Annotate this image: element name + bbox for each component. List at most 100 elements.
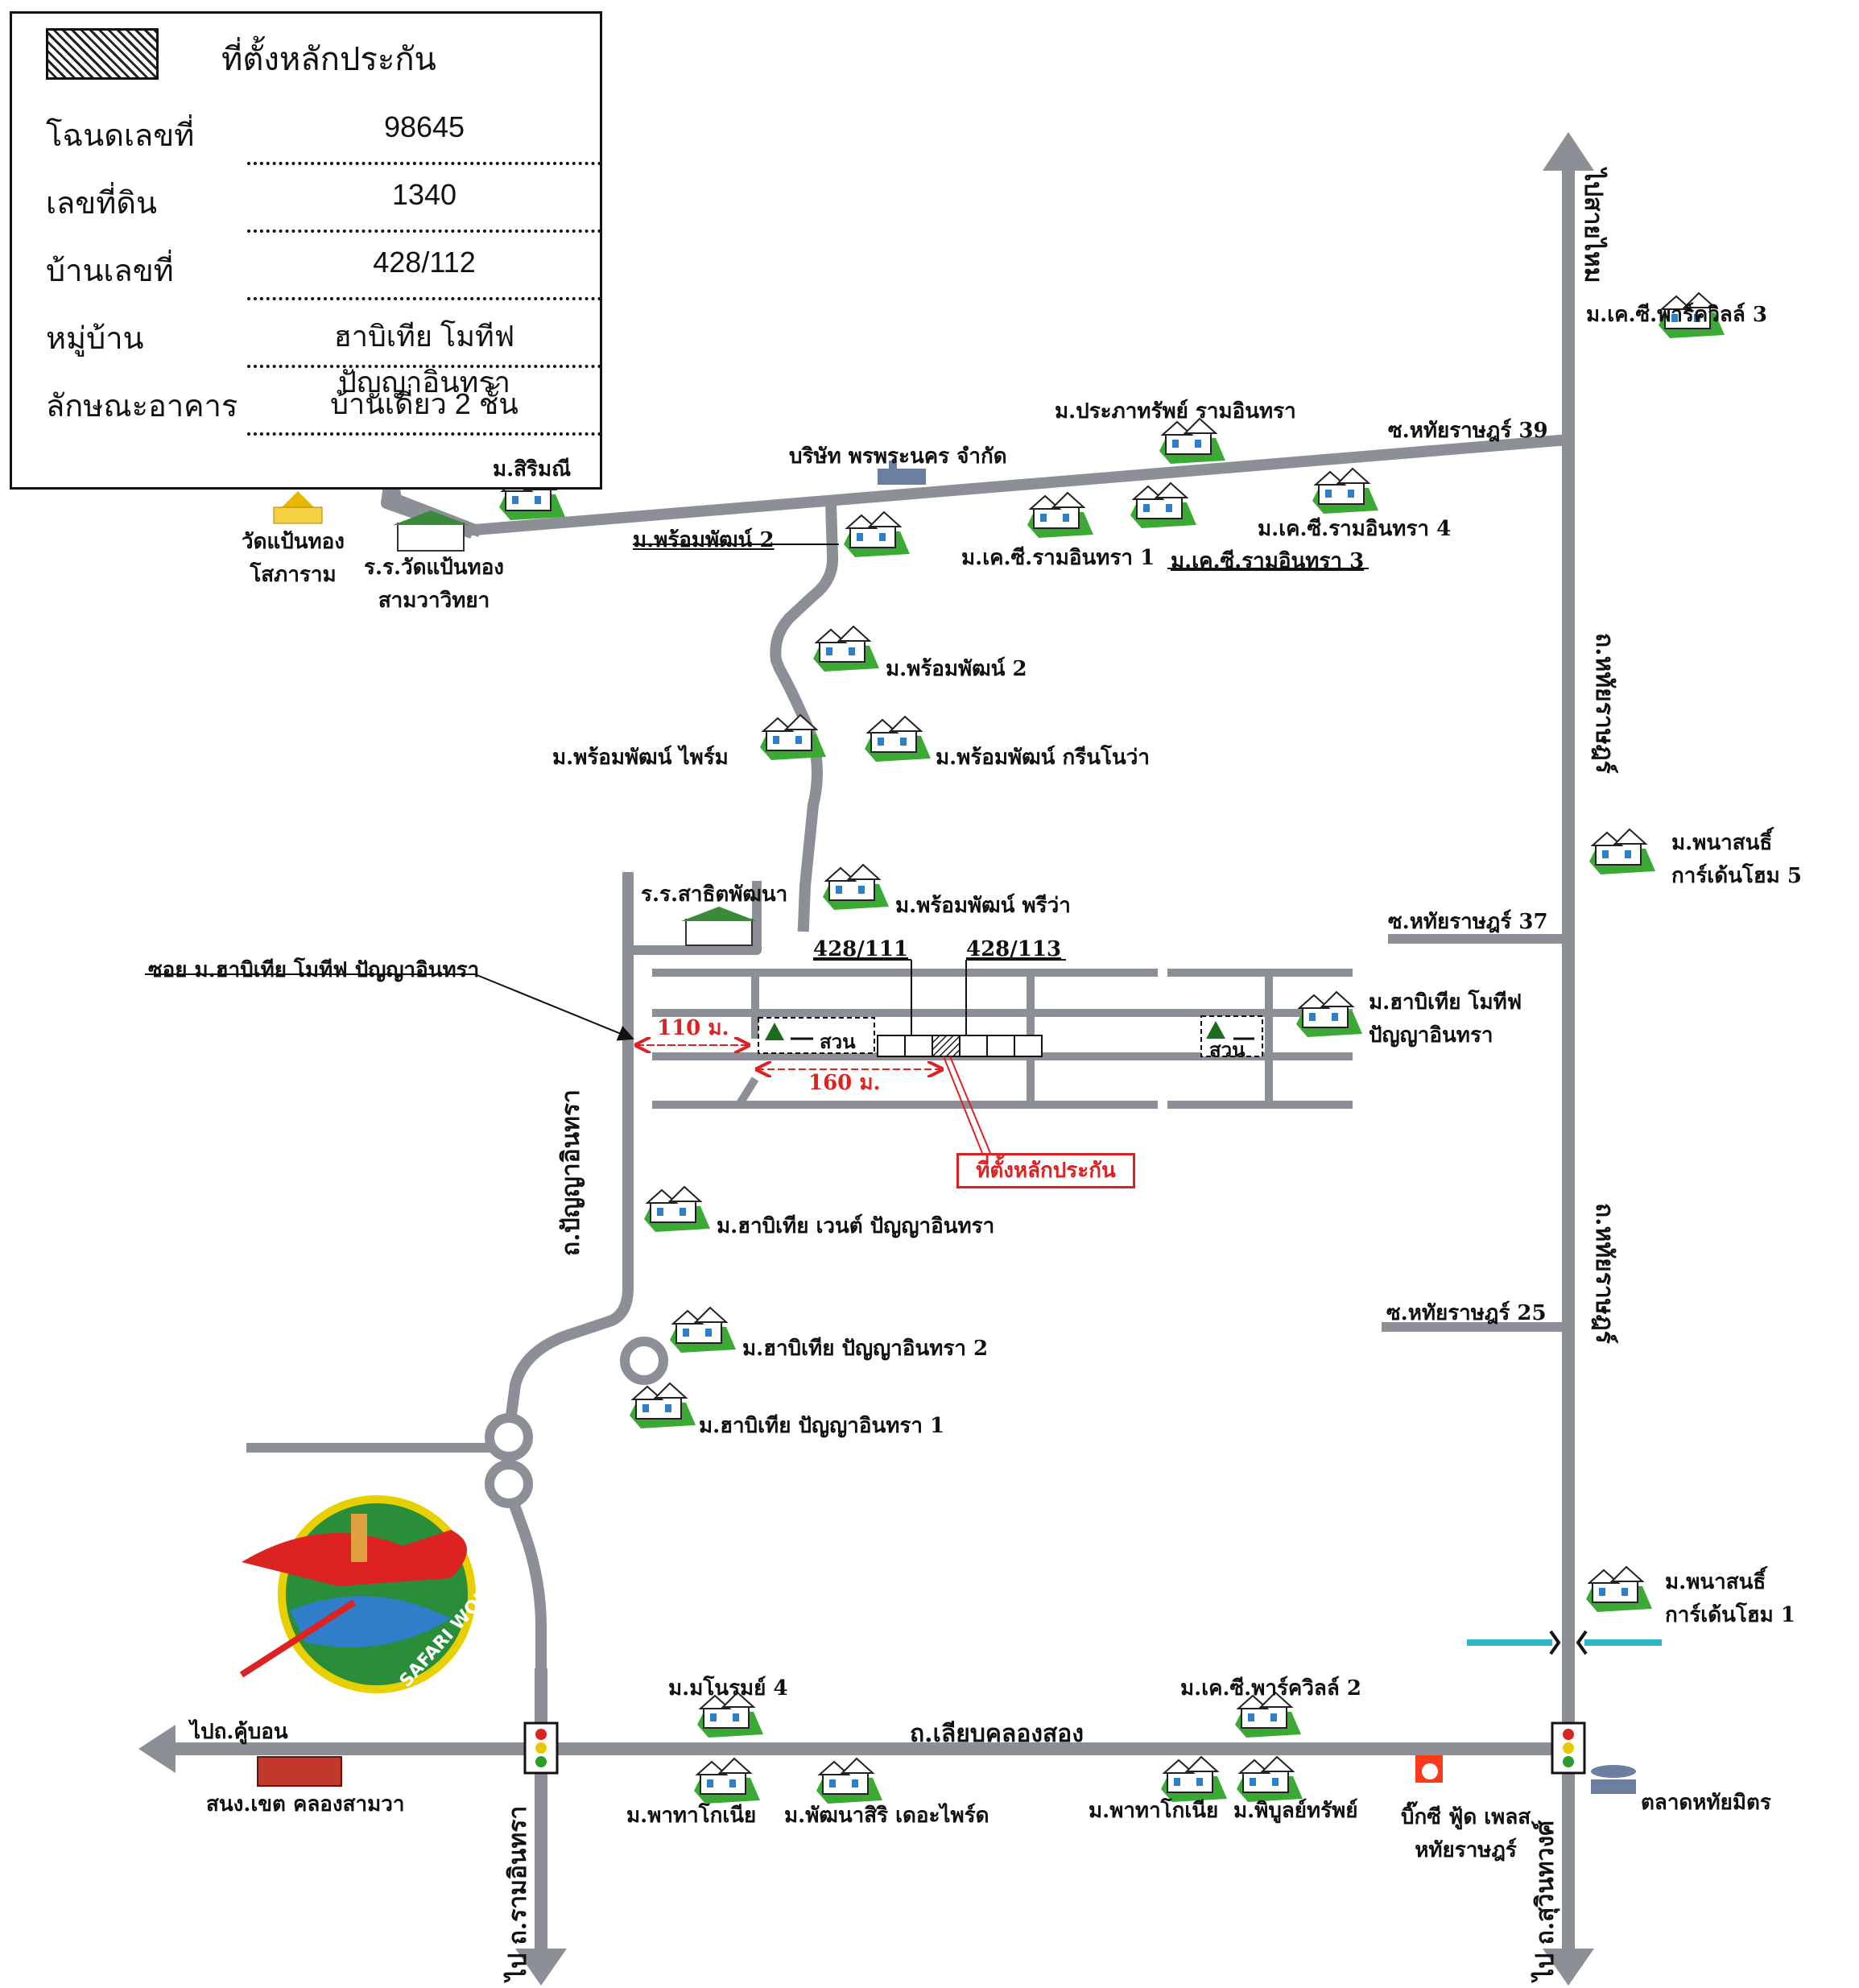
label-soi-37: ซ.หทัยราษฎร์ 37 (1388, 910, 1548, 934)
label-bigc: บิ๊กซี ฟู้ด เพลส หทัยราษฎร์ (1401, 1805, 1531, 1862)
label-soi-habitia: ซอย ม.ฮาบิเทีย โมทีฟ ปัญญาอินทรา (148, 958, 480, 982)
house-icon (697, 1691, 763, 1738)
hatch-swatch (46, 28, 159, 80)
legend-key: เลขที่ดิน (46, 187, 157, 221)
village-label: ม.พัฒนาสิริ เดอะไพร์ด (784, 1804, 989, 1828)
village-label: ม.เค.ซี.รามอินทรา 3 (1171, 549, 1365, 573)
roundabout-2 (485, 1413, 533, 1461)
village-label: ม.พร้อมพัฒน์ ไพร์ม (552, 746, 729, 770)
label-company: บริษัท พรพระนคร จำกัด (789, 444, 1007, 469)
arrow-up-icon (1543, 132, 1594, 171)
label-distance-160: 160 ม. (808, 1071, 881, 1095)
legend-key: ลักษณะอาคาร (46, 390, 238, 424)
roundabouts (485, 1337, 668, 1508)
road-left-curve (502, 872, 634, 1680)
village-label: ม.พนาสนธิ์ การ์เด้นโฮม 5 (1671, 831, 1802, 888)
house-icon (1237, 1755, 1303, 1802)
house-icon (865, 715, 931, 762)
house-icon (844, 510, 910, 557)
legend-row: บ้านเลขที่ 428/112 (12, 233, 605, 300)
house-icon (1159, 417, 1225, 464)
label-to-sukhumvit: ไป ถ.สุวินทวงศ์ (1531, 1820, 1559, 1981)
traffic-light-icon (523, 1721, 1586, 1775)
legend-key: หมู่บ้าน (46, 322, 144, 356)
roundabout-3 (485, 1460, 533, 1508)
legend-row: ลักษณะอาคาร บ้านเดี่ยว 2 ชั้น (12, 368, 605, 436)
label-wat: วัดแป้นทอง โสภาราม (242, 530, 345, 587)
legend-box: ที่ตั้งหลักประกัน โฉนดเลขที่ 98645 เลขที… (10, 11, 602, 490)
house-icon (823, 863, 889, 910)
house-icon (1296, 990, 1362, 1037)
label-to-ramintra: ไป ถ.รามอินทรา (504, 1805, 532, 1981)
label-to-tuborn: ไปถ.คู้บอน (190, 1720, 288, 1744)
label-soi-39: ซ.หทัยราษฎร์ 39 (1388, 419, 1548, 443)
callout-text: ที่ตั้งหลักประกัน (976, 1159, 1116, 1183)
village-label: ม.ประภาทรัพย์ รามอินทรา (1055, 399, 1296, 424)
label-plot-left: 428/111 (813, 937, 909, 961)
village-label: ม.มโนรมย์ 4 (668, 1676, 788, 1701)
house-icon (1589, 828, 1655, 874)
house-icon (670, 1306, 736, 1353)
label-to-saimai: ไปสายไหม (1579, 169, 1607, 283)
callout-collateral: ที่ตั้งหลักประกัน (956, 1153, 1135, 1188)
label-district-office: สนง.เขต คลองสามวา (206, 1792, 405, 1816)
road-school-link (623, 881, 762, 955)
village-label: ม.พาทาโกเนีย (626, 1804, 757, 1828)
legend-row: หมู่บ้าน ฮาบิเทีย โมทีฟ ปัญญาอินทรา (12, 300, 605, 399)
label-road-hathai-1: ถ.หทัยราษฎร์ (1590, 633, 1618, 774)
village-label: ม.ฮาบิเทีย โมทีฟ ปัญญาอินทรา (1369, 990, 1522, 1048)
house-icon (816, 1757, 882, 1804)
house-icon (1130, 482, 1196, 528)
label-plot-right: 428/113 (966, 937, 1062, 961)
house-icon (1659, 291, 1725, 338)
house-icon (760, 713, 826, 760)
bridge-icon (1549, 1630, 1588, 1655)
label-park-2: สวน (1209, 1038, 1246, 1061)
road-prompat (770, 496, 839, 932)
legend-value: 1340 (391, 178, 457, 211)
village-label: ม.พนาสนธิ์ การ์เด้นโฮม 1 (1665, 1570, 1795, 1627)
plot-row (877, 1035, 1043, 1057)
label-soi-25: ซ.หทัยราษฎร์ 25 (1386, 1301, 1547, 1325)
village-label: ม.เค.ซี.พาร์ควิลล์ 2 (1180, 1676, 1361, 1701)
roundabout-1 (620, 1337, 668, 1385)
legend-value: ฮาบิเทีย โมทีฟ ปัญญาอินทรา (333, 320, 515, 399)
bigc-logo-icon (1415, 1755, 1443, 1783)
safari-world-logo-icon (239, 1495, 476, 1693)
village-label: ม.ฮาบิเทีย ปัญญาอินทรา 1 (699, 1414, 945, 1438)
arrow-down-icon (1543, 1949, 1594, 1986)
house-icon (1161, 1755, 1227, 1802)
legend-value: 98645 (383, 110, 465, 143)
village-label: ม.ฮาบิเทีย ปัญญาอินทรา 2 (742, 1337, 989, 1361)
house-icon (1586, 1565, 1652, 1612)
village-label: ม.พิบูลย์ทรัพย์ (1233, 1799, 1358, 1823)
collateral-plot (932, 1035, 960, 1057)
soi-pointer (474, 973, 634, 1041)
house-icon (813, 625, 879, 672)
factory-icon (878, 461, 926, 485)
label-school-sathit: ร.ร.สาธิตพัฒนา (641, 882, 788, 907)
school-icon (393, 510, 757, 946)
house-icon (644, 1185, 710, 1232)
village-label: ม.พาทาโกเนีย (1089, 1799, 1219, 1823)
legend-value: 428/112 (373, 246, 476, 279)
label-school-wat: ร.ร.วัดแป้นทอง สามวาวิทยา (364, 556, 505, 613)
temple-icon (273, 491, 323, 524)
legend-title: ที่ตั้งหลักประกัน (221, 42, 436, 77)
house-icon (630, 1382, 696, 1428)
legend-value: บ้านเดี่ยว 2 ชั้น (330, 387, 518, 420)
legend-row: เลขที่ดิน 1340 (12, 165, 605, 233)
village-label: ม.พร้อมพัฒน์ 2 (633, 528, 775, 552)
road-soi-39 (469, 433, 1575, 536)
village-label: ม.เค.ซี.รามอินทรา 4 (1258, 517, 1452, 541)
house-icon (1235, 1691, 1301, 1738)
village-label: ม.ฮาบิเทีย เวนต์ ปัญญาอินทรา (717, 1214, 995, 1238)
market-icon (1591, 1765, 1636, 1794)
village-icons (499, 291, 1725, 1804)
label-park-1: สวน (820, 1030, 856, 1053)
label-road-liab: ถ.เลียบคลองสอง (910, 1720, 1084, 1748)
distance-markers (636, 1045, 942, 1069)
label-road-hathai-2: ถ.หทัยราษฎร์ (1590, 1203, 1618, 1344)
village-label: ม.เค.ซี.พาร์ควิลล์ 3 (1586, 303, 1767, 327)
